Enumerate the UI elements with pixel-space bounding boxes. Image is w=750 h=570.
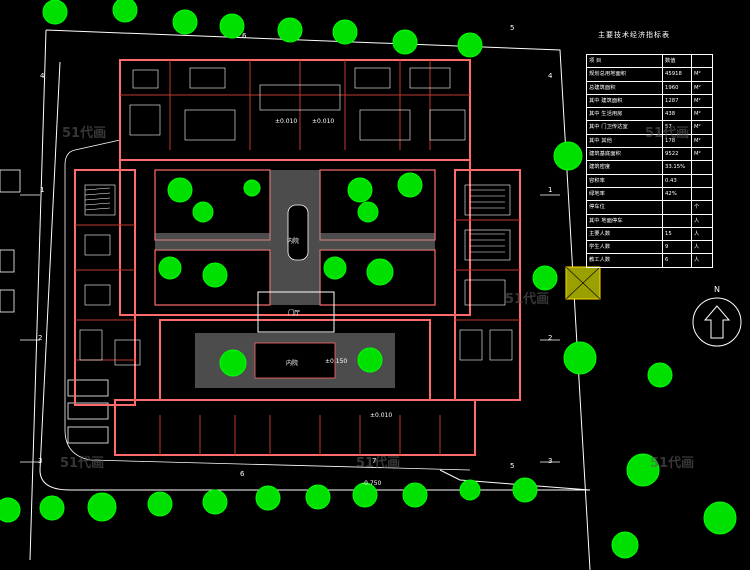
watermark: 51代画: [650, 456, 695, 471]
axis-bubbles: [20, 194, 560, 463]
central-pool: [287, 204, 309, 261]
axis-label-left-1: 1: [40, 186, 45, 194]
site-boundary: [29, 29, 591, 570]
axis-label-top-4: 4: [40, 72, 45, 80]
table-row: 其中 地面停车人: [587, 214, 712, 228]
lobby-label: 门厅: [288, 310, 301, 317]
lobby-block: [257, 291, 335, 333]
axis-label-bottom-6: 6: [240, 470, 245, 478]
axis-label-bottom-7: 7: [372, 457, 377, 465]
elevation-bottom: ±0.010: [370, 412, 393, 419]
table-row: 停车位个: [587, 201, 712, 215]
elevation-top-b: ±0.010: [312, 118, 335, 125]
axis-label-left-2: 2: [38, 334, 43, 342]
pavilion: [565, 266, 601, 300]
parking-cars: [0, 169, 109, 444]
watermark: 51代画: [62, 126, 107, 141]
building-outline: [74, 59, 521, 456]
header-unit: [692, 55, 712, 67]
elevation-top-a: ±0.010: [275, 118, 298, 125]
axis-label-right-2: 2: [548, 334, 553, 342]
north-arrow: [692, 297, 742, 347]
watermark: 51代画: [356, 456, 401, 471]
elevation-south: -0.750: [362, 480, 382, 487]
header-value: 数值: [663, 55, 692, 68]
axis-label-right-4: 4: [548, 72, 553, 80]
trees: [0, 0, 737, 559]
table-title: 主要技术经济指标表: [598, 31, 670, 39]
axis-label-top-5: 5: [510, 24, 515, 32]
lower-court-center: [254, 342, 336, 379]
north-label: N: [714, 285, 720, 294]
courtyard-label: 内院: [287, 238, 300, 245]
elevation-mid: ±0.150: [325, 358, 348, 365]
watermark: 51代画: [505, 292, 550, 307]
axis-label-right-3: 3: [548, 457, 553, 465]
stair-lines: [84, 187, 505, 253]
lower-court-label: 内院: [286, 360, 299, 367]
watermark: 51代画: [645, 126, 690, 141]
header-item: 项 目: [587, 55, 663, 68]
watermark: 51代画: [60, 456, 105, 471]
axis-label-bottom-5: 5: [510, 462, 515, 470]
axis-label-left-3: 3: [38, 457, 43, 465]
axis-label-right-1: 1: [548, 186, 553, 194]
axis-label-top-6: 6: [242, 32, 247, 40]
table-header: 项 目 数值: [587, 55, 712, 69]
